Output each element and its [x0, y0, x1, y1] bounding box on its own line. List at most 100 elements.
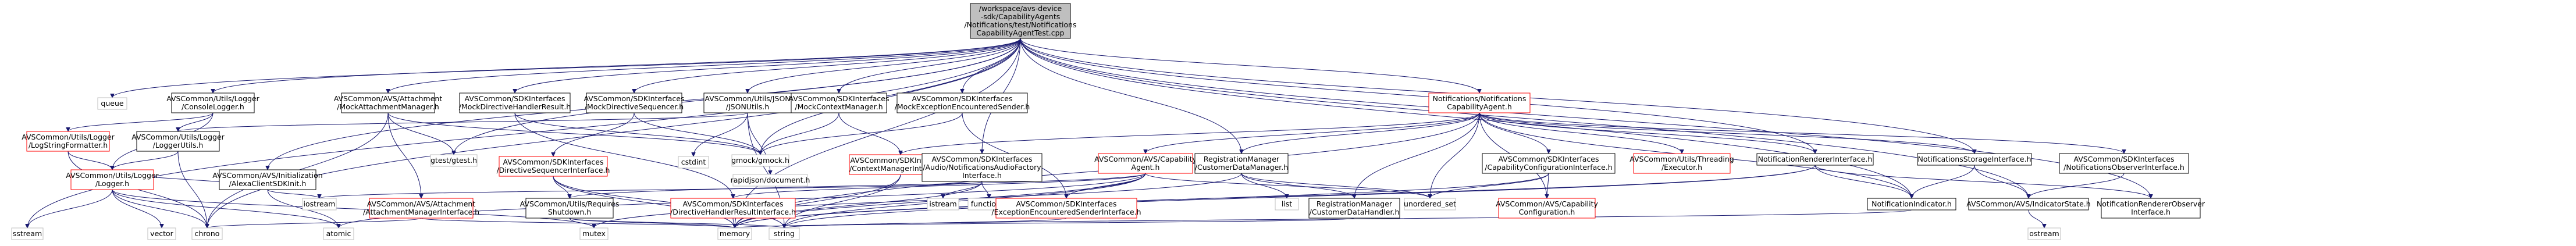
- node-label-logstringformatter-line-0: AVSCommon/Utils/Logger: [22, 133, 115, 141]
- node-box-notificationrendererobserver: [2101, 198, 2201, 219]
- node-consolelogger[interactable]: AVSCommon/Utils/Logger/ConsoleLogger.h: [166, 92, 260, 113]
- node-indicatorstate[interactable]: AVSCommon/AVS/IndicatorState.h: [1966, 198, 2091, 211]
- node-box-gmock: [731, 154, 789, 167]
- node-label-unordered_set-line-0: unordered_set: [1404, 199, 1456, 208]
- node-mockcontextmanager[interactable]: AVSCommon/SDKInterfaces/MockContextManag…: [789, 92, 889, 113]
- edge-jsonutils-to-loggerutils: [178, 112, 748, 132]
- node-box-cstdint: [678, 156, 709, 169]
- node-box-alexaclientsdkinit: [219, 169, 316, 190]
- nodes-layer: /workspace/avs-device-sdk/CapabilityAgen…: [11, 3, 2205, 240]
- edge-root-to-mockdirectivehandlerresult: [515, 38, 1021, 94]
- node-box-jsonutils: [703, 92, 792, 113]
- node-label-exceptionsenderinterface-line-0: AVSCommon/SDKInterfaces: [1016, 199, 1117, 208]
- edge-notificationsstorageinterface-to-indicatorstate: [1974, 165, 2029, 199]
- node-label-alexaclientsdkinit-line-1: /AlexaClientSDKInit.h: [229, 179, 307, 188]
- node-alexaclientsdkinit[interactable]: AVSCommon/AVS/Initialization/AlexaClient…: [212, 169, 323, 190]
- node-label-avscapabilityconfiguration-line-1: Configuration.h: [1519, 208, 1575, 216]
- edge-logstringformatter-to-logger: [67, 151, 112, 170]
- node-label-cstdint-line-0: cstdint: [681, 158, 706, 166]
- node-label-list-line-0: list: [1282, 199, 1292, 208]
- edge-notificationscapabilityagent-to-unordered_set: [1430, 112, 1480, 198]
- node-attachmentmanagerinterface[interactable]: AVSCommon/AVS/Attachment/AttachmentManag…: [363, 198, 479, 219]
- node-mockattachmentmanager[interactable]: AVSCommon/AVS/Attachment/MockAttachmentM…: [334, 92, 443, 113]
- node-label-avscapabilityconfiguration-line-0: AVSCommon/AVS/Capability: [1496, 199, 1598, 208]
- node-mockdirectivesequencer[interactable]: AVSCommon/SDKInterfaces/MockDirectiveSeq…: [584, 92, 685, 113]
- node-gtest: gtest/gtest.h: [430, 154, 478, 167]
- edge-directivesequencerinterface-to-memory: [553, 176, 735, 229]
- edge-audiofactory-to-functional: [981, 181, 989, 199]
- node-customerdatahandler[interactable]: RegistrationManager/CustomerDataHandler.…: [1308, 198, 1400, 219]
- node-label-capabilityconfigurationinterface-line-0: AVSCommon/SDKInterfaces: [1499, 155, 1599, 163]
- edge-mockcontextmanager-to-contextmanagerinterface: [838, 112, 901, 155]
- node-executor[interactable]: AVSCommon/Utils/Threading/Executor.h: [1629, 153, 1734, 174]
- node-notificationsobserverinterface[interactable]: AVSCommon/SDKInterfaces/NotificationsObs…: [2059, 153, 2189, 174]
- node-capabilityconfigurationinterface[interactable]: AVSCommon/SDKInterfaces/CapabilityConfig…: [1482, 153, 1616, 174]
- node-directivehandlerresultinterface[interactable]: AVSCommon/SDKInterfaces/DirectiveHandler…: [670, 198, 796, 219]
- node-directivesequencerinterface[interactable]: AVSCommon/SDKInterfaces/DirectiveSequenc…: [497, 156, 610, 177]
- node-notificationscapabilityagent[interactable]: Notifications/NotificationsCapabilityAge…: [1428, 92, 1531, 113]
- node-list: list: [1275, 198, 1299, 211]
- node-capabilityagent[interactable]: AVSCommon/AVS/CapabilityAgent.h: [1094, 153, 1197, 174]
- node-label-notificationsstorageinterface-line-0: NotificationsStorageInterface.h: [1917, 155, 2031, 163]
- node-string: string: [768, 227, 800, 240]
- node-box-string: [768, 227, 800, 240]
- node-box-audiofactory: [921, 153, 1043, 182]
- edge-notificationindicator-to-string: [784, 209, 1912, 229]
- node-mockdirectivehandlerresult[interactable]: AVSCommon/SDKInterfaces/MockDirectiveHan…: [459, 92, 571, 113]
- edge-mockattachmentmanager-to-gmock: [387, 112, 760, 155]
- node-label-directivehandlerresultinterface-line-0: AVSCommon/SDKInterfaces: [683, 199, 784, 208]
- node-logstringformatter[interactable]: AVSCommon/Utils/Logger/LogStringFormatte…: [22, 131, 115, 152]
- node-audiofactory[interactable]: AVSCommon/SDKInterfaces/Audio/Notificati…: [921, 153, 1043, 182]
- node-avscapabilityconfiguration[interactable]: AVSCommon/AVS/CapabilityConfiguration.h: [1496, 198, 1599, 219]
- node-notificationsstorageinterface[interactable]: NotificationsStorageInterface.h: [1917, 153, 2032, 166]
- edge-mockdirectivesequencer-to-gmock: [634, 112, 760, 155]
- edge-mockdirectivehandlerresult-to-directivehandlerresultinterface: [514, 112, 733, 198]
- edge-mockattachmentmanager-to-attachmentmanagerinterface: [387, 112, 421, 198]
- edge-mockdirectivesequencer-to-directivesequencerinterface: [553, 112, 635, 156]
- node-sstream: sstream: [11, 227, 44, 240]
- node-iostream: iostream: [302, 198, 337, 211]
- edge-jsonutils-to-cstdint: [693, 112, 748, 156]
- edge-attachmentmanagerinterface-to-memory: [421, 218, 735, 229]
- node-customerdatamanager[interactable]: RegistrationManager/CustomerDataManager.…: [1194, 153, 1289, 174]
- node-box-loggerutils: [136, 131, 220, 152]
- node-label-atomic-line-0: atomic: [326, 229, 351, 238]
- edge-contextmanagerinterface-to-string: [784, 174, 901, 228]
- node-queue: queue: [97, 97, 127, 110]
- node-loggerutils[interactable]: AVSCommon/Utils/Logger/LoggerUtils.h: [131, 131, 225, 152]
- node-label-mockattachmentmanager-line-0: AVSCommon/AVS/Attachment: [334, 94, 443, 103]
- edge-root-to-notificationrendererinterface: [1020, 38, 1815, 154]
- node-label-rapidjson-line-0: rapidjson/document.h: [731, 176, 810, 184]
- node-box-logstringformatter: [26, 131, 110, 152]
- node-notificationrendererinterface[interactable]: NotificationRendererInterface.h: [1756, 153, 1874, 166]
- node-exceptionsenderinterface[interactable]: AVSCommon/SDKInterfaces/ExceptionEncount…: [991, 198, 1141, 219]
- node-logger[interactable]: AVSCommon/Utils/Logger/Logger.h: [66, 169, 159, 190]
- node-root[interactable]: /workspace/avs-device-sdk/CapabilityAgen…: [964, 3, 1077, 39]
- node-label-requiresshutdown-line-1: Shutdown.h: [548, 208, 591, 216]
- edge-loggerutils-to-logger: [112, 151, 179, 170]
- node-mockexceptionsender[interactable]: AVSCommon/SDKInterfaces/MockExceptionEnc…: [895, 92, 1030, 113]
- edge-notificationscapabilityagent-to-customerdatamanager: [1241, 112, 1480, 154]
- edge-root-to-sstream: [27, 38, 1021, 228]
- node-label-chrono-line-0: chrono: [195, 229, 220, 238]
- node-label-notificationscapabilityagent-line-0: Notifications/Notifications: [1433, 94, 1527, 103]
- node-label-customerdatahandler-line-1: /CustomerDataHandler.h: [1310, 208, 1400, 216]
- edge-notificationscapabilityagent-to-contextmanagerinterface: [901, 112, 1480, 155]
- node-atomic: atomic: [323, 227, 354, 240]
- edge-notificationscapabilityagent-to-capabilityagent: [1145, 112, 1480, 154]
- node-box-mockdirectivehandlerresult: [459, 92, 571, 113]
- node-label-sstream-line-0: sstream: [13, 229, 42, 238]
- edge-mockattachmentmanager-to-gtest: [387, 112, 454, 155]
- node-label-ostream-line-0: ostream: [2029, 229, 2059, 238]
- edge-notificationscapabilityagent-to-executor: [1479, 112, 1682, 154]
- node-jsonutils[interactable]: AVSCommon/Utils/JSON/JSONUtils.h: [703, 92, 792, 113]
- node-notificationindicator[interactable]: NotificationIndicator.h: [1867, 198, 1956, 211]
- edge-notificationscapabilityagent-to-customerdatahandler: [1354, 112, 1480, 198]
- node-ostream: ostream: [2027, 227, 2061, 240]
- node-label-notificationsobserverinterface-line-0: AVSCommon/SDKInterfaces: [2074, 155, 2175, 163]
- node-box-atomic: [323, 227, 354, 240]
- node-label-requiresshutdown-line-0: AVSCommon/Utils/Requires: [520, 199, 620, 208]
